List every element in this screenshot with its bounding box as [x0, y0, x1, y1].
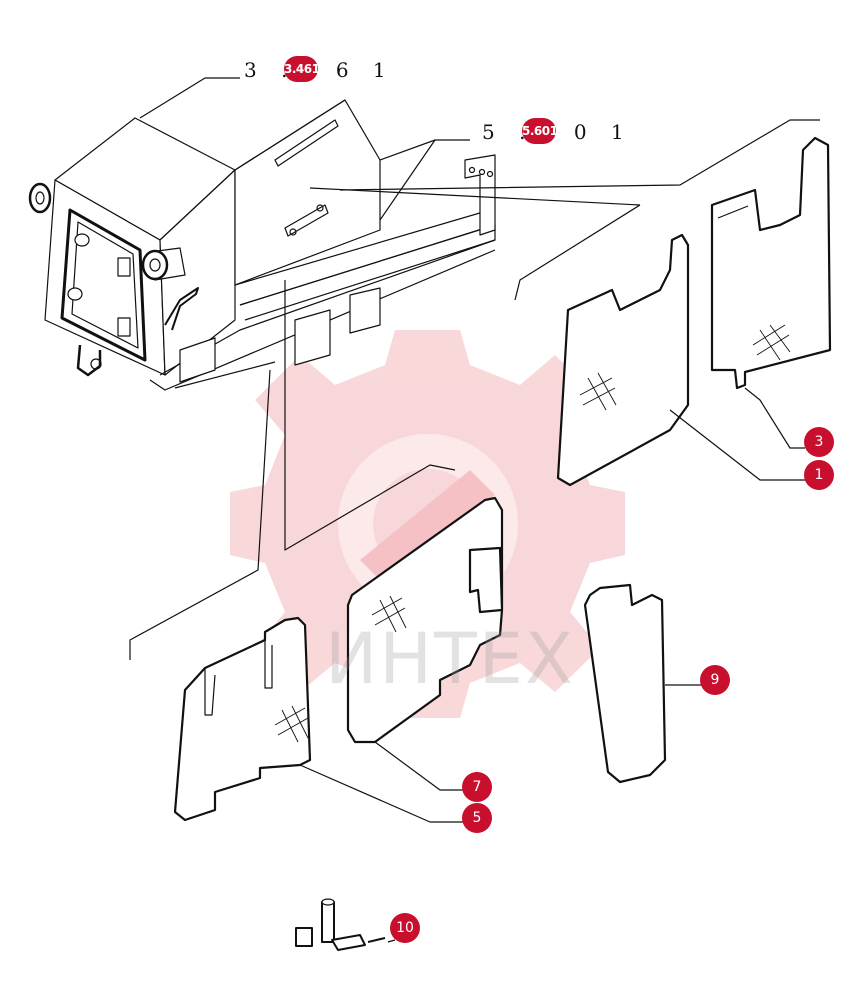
part-9-wedge	[583, 583, 667, 784]
callout-5[interactable]: 5	[462, 803, 492, 833]
reference-badge-2[interactable]: 5.601	[522, 118, 558, 144]
part-3-panel	[710, 136, 832, 390]
callout-1[interactable]: 1	[804, 460, 834, 490]
part-7-panel	[346, 496, 504, 744]
reference-label-1: 3 . 6 1	[244, 58, 395, 82]
callout-3[interactable]: 3	[804, 427, 834, 457]
reference-suffix: 6 1	[335, 58, 395, 82]
part-1-panel	[556, 233, 690, 487]
watermark-text: ИНТЕХ	[325, 618, 575, 700]
reference-prefix: 3 .	[244, 58, 297, 82]
callout-9[interactable]: 9	[700, 665, 730, 695]
callout-10[interactable]: 10	[390, 913, 420, 943]
part-10-hardware	[295, 898, 386, 951]
reference-prefix: 5 .	[482, 120, 535, 144]
main-housing-assembly	[28, 99, 496, 391]
reference-suffix: 0 1	[573, 120, 633, 144]
reference-badge-1[interactable]: 3.461	[284, 56, 320, 82]
reference-label-2: 5 . 0 1	[482, 120, 633, 144]
part-5-panel	[173, 616, 312, 822]
callout-7[interactable]: 7	[462, 772, 492, 802]
